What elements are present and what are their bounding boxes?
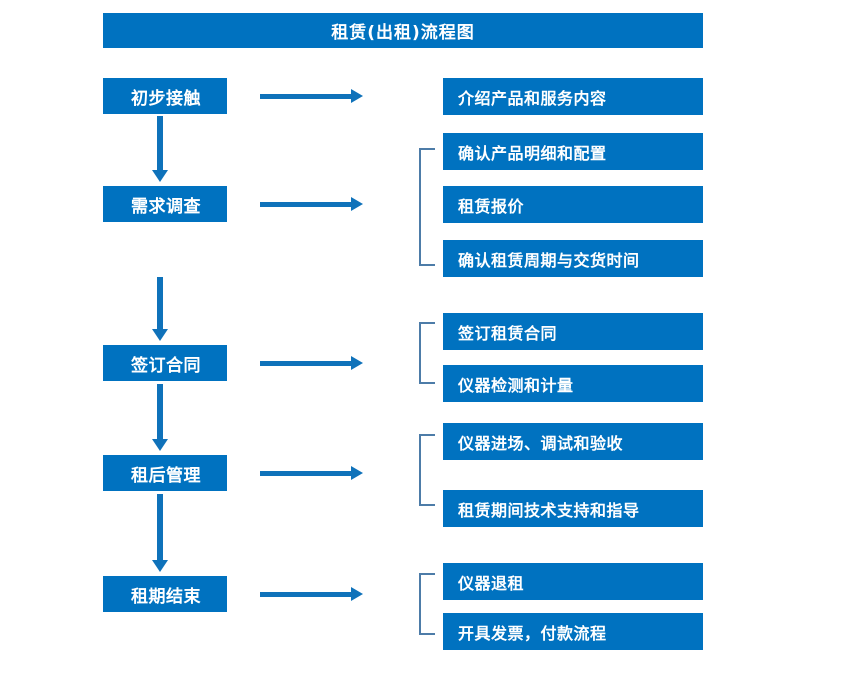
arrow-head-right-icon — [351, 89, 363, 103]
stage-box-post-rental-management[interactable]: 租后管理 — [103, 455, 227, 491]
detail-group-bracket-3 — [419, 322, 435, 384]
arrow-shaft — [260, 471, 352, 476]
stage-to-detail-arrow-1 — [260, 89, 363, 103]
stage-to-detail-arrow-3 — [260, 356, 363, 370]
detail-box-instrument-return[interactable]: 仪器退租 — [443, 563, 703, 600]
detail-box-rental-quotation[interactable]: 租赁报价 — [443, 186, 703, 223]
detail-box-confirm-product-spec[interactable]: 确认产品明细和配置 — [443, 133, 703, 170]
stage-to-stage-arrow-1 — [152, 116, 168, 182]
stage-to-stage-arrow-4 — [152, 494, 168, 572]
stage-to-detail-arrow-5 — [260, 587, 363, 601]
stage-to-stage-arrow-2 — [152, 277, 168, 341]
arrow-shaft — [157, 277, 163, 329]
arrow-head-right-icon — [351, 197, 363, 211]
stage-to-stage-arrow-3 — [152, 384, 168, 451]
stage-box-lease-end[interactable]: 租期结束 — [103, 576, 227, 612]
arrow-shaft — [157, 384, 163, 439]
stage-to-detail-arrow-2 — [260, 197, 363, 211]
stage-to-detail-arrow-4 — [260, 466, 363, 480]
detail-group-bracket-4 — [419, 434, 435, 506]
arrow-shaft — [157, 116, 163, 170]
arrow-head-down-icon — [152, 329, 168, 341]
detail-box-sign-lease-contract[interactable]: 签订租赁合同 — [443, 313, 703, 350]
arrow-head-right-icon — [351, 587, 363, 601]
detail-box-instrument-inspection[interactable]: 仪器检测和计量 — [443, 365, 703, 402]
page-title: 租赁(出租)流程图 — [103, 13, 703, 48]
arrow-head-down-icon — [152, 170, 168, 182]
arrow-shaft — [260, 592, 352, 597]
detail-box-instrument-onsite-commissioning[interactable]: 仪器进场、调试和验收 — [443, 423, 703, 460]
arrow-head-down-icon — [152, 560, 168, 572]
detail-box-introduce-products[interactable]: 介绍产品和服务内容 — [443, 78, 703, 115]
stage-box-initial-contact[interactable]: 初步接触 — [103, 78, 227, 114]
detail-box-invoice-payment[interactable]: 开具发票，付款流程 — [443, 613, 703, 650]
stage-box-sign-contract[interactable]: 签订合同 — [103, 345, 227, 381]
detail-box-technical-support[interactable]: 租赁期间技术支持和指导 — [443, 490, 703, 527]
arrow-shaft — [260, 202, 352, 207]
detail-box-confirm-lease-period[interactable]: 确认租赁周期与交货时间 — [443, 240, 703, 277]
arrow-shaft — [260, 361, 352, 366]
detail-group-bracket-2 — [419, 148, 435, 266]
arrow-head-right-icon — [351, 466, 363, 480]
arrow-head-down-icon — [152, 439, 168, 451]
stage-box-requirement-survey[interactable]: 需求调查 — [103, 186, 227, 222]
arrow-shaft — [260, 94, 352, 99]
detail-group-bracket-5 — [419, 573, 435, 635]
arrow-shaft — [157, 494, 163, 560]
arrow-head-right-icon — [351, 356, 363, 370]
